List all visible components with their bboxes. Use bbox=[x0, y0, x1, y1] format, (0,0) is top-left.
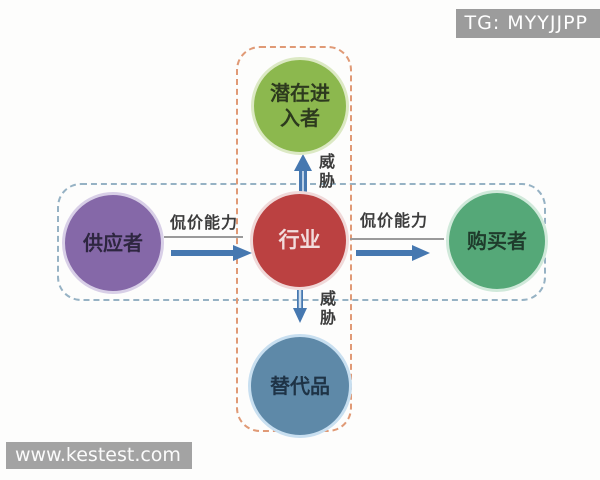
arrow-industry-to-buyers-icon bbox=[356, 245, 430, 261]
node-suppliers-label: 供应者 bbox=[83, 230, 143, 255]
edge-label-bargaining-power-right: 侃价能力 bbox=[359, 211, 428, 230]
edge-label-bargaining-power-left: 侃价能力 bbox=[169, 213, 238, 232]
edge-label-threat-top: 威胁 bbox=[318, 152, 335, 190]
node-potential-entrants: 潜在进入者 bbox=[251, 57, 349, 155]
node-suppliers: 供应者 bbox=[62, 192, 164, 294]
arrow-suppliers-to-industry-icon bbox=[171, 245, 252, 261]
node-buyers-label: 购买者 bbox=[467, 228, 527, 253]
tg-watermark-badge: TG: MYYJJPP bbox=[455, 9, 600, 38]
node-industry-label: 行业 bbox=[278, 228, 321, 253]
node-substitutes-label: 替代品 bbox=[270, 373, 330, 398]
node-buyers: 购买者 bbox=[446, 190, 548, 292]
edge-label-threat-bottom: 威胁 bbox=[319, 289, 336, 327]
arrow-industry-to-substitutes-icon bbox=[293, 290, 307, 323]
arrow-industry-to-entrants-icon bbox=[294, 154, 312, 192]
node-potential-entrants-label: 潜在进入者 bbox=[270, 81, 330, 130]
node-substitutes: 替代品 bbox=[248, 334, 352, 438]
node-industry: 行业 bbox=[250, 191, 349, 290]
site-watermark: www.kestest.com bbox=[6, 442, 192, 469]
